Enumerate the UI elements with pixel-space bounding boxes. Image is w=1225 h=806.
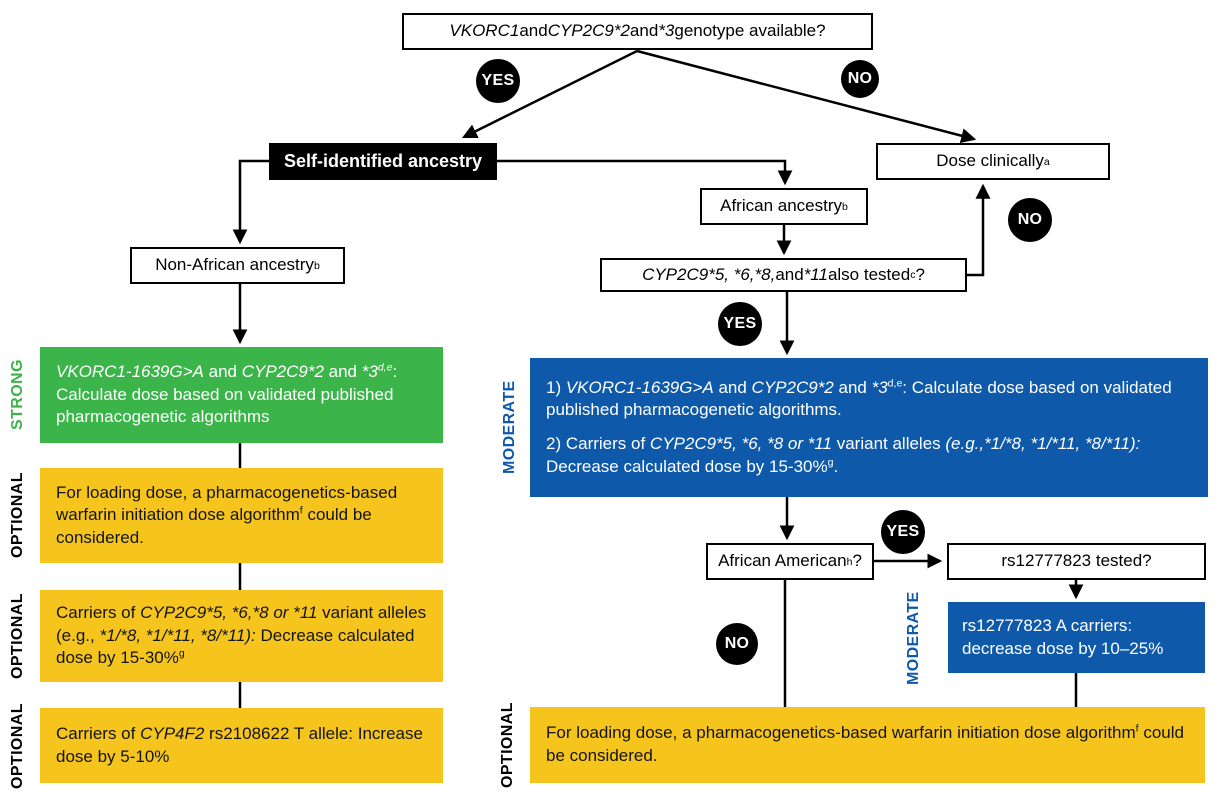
badge-yes-cyp-tested: YES (718, 302, 762, 346)
box-optional-loading-dose-bottom: For loading dose, a pharmacogenetics-bas… (530, 707, 1205, 783)
optional-variant-carriers-text: Carriers of CYP2C9*5, *6,*8 or *11 varia… (56, 603, 427, 668)
label-optional-1: OPTIONAL (9, 472, 26, 558)
label-optional-3: OPTIONAL (9, 703, 26, 789)
badge-no-african-american: NO (716, 623, 758, 665)
box-optional-loading-dose: For loading dose, a pharmacogenetics-bas… (40, 468, 443, 563)
box-optional-variant-carriers: Carriers of CYP2C9*5, *6,*8 or *11 varia… (40, 590, 443, 682)
moderate-rs12777823-text: rs12777823 A carriers: decrease dose by … (962, 615, 1164, 658)
badge-yes-african-american: YES (881, 510, 925, 554)
connector-yes-to-ancestry (461, 49, 638, 139)
box-moderate-rs12777823: rs12777823 A carriers: decrease dose by … (948, 602, 1205, 673)
label-moderate-2: MODERATE (905, 591, 922, 685)
node-rs12777823-tested: rs12777823 tested? (947, 543, 1206, 580)
box-strong-algorithm: VKORC1-1639G>A and CYP2C9*2 and *3d,e: C… (40, 347, 443, 443)
label-optional-2: OPTIONAL (9, 593, 26, 679)
node-self-identified-ancestry: Self-identified ancestry (269, 143, 497, 180)
connector-cyp-tested-no-to-dose-clinically (967, 183, 991, 277)
optional-loading-dose-text: For loading dose, a pharmacogenetics-bas… (56, 482, 398, 547)
connector-ancestry-to-african (497, 159, 793, 186)
connector-no-to-dose-clinically (636, 49, 977, 144)
badge-yes-genotype: YES (476, 59, 520, 103)
optional-loading-dose-bottom-text: For loading dose, a pharmacogenetics-bas… (546, 722, 1184, 765)
label-moderate-1: MODERATE (501, 380, 518, 474)
node-genotype-available: VKORC1 and CYP2C9*2 and *3 genotype avai… (402, 13, 873, 50)
strong-algorithm-text: VKORC1-1639G>A and CYP2C9*2 and *3d,e: C… (56, 361, 398, 427)
badge-no-genotype: NO (841, 60, 879, 98)
moderate-algorithm-point1: 1) VKORC1-1639G>A and CYP2C9*2 and *3d,e… (546, 377, 1172, 420)
optional-cyp4f2-text: Carriers of CYP4F2 rs2108622 T allele: I… (56, 723, 423, 766)
label-optional-bottom: OPTIONAL (499, 702, 516, 788)
box-moderate-algorithm: 1) VKORC1-1639G>A and CYP2C9*2 and *3d,e… (530, 358, 1208, 497)
connector-ancestry-to-non-african (232, 159, 269, 245)
label-strong: STRONG (9, 359, 26, 431)
moderate-algorithm-point2: 2) Carriers of CYP2C9*5, *6, *8 or *11 v… (546, 434, 1141, 476)
badge-no-cyp-tested: NO (1008, 198, 1052, 242)
box-optional-cyp4f2: Carriers of CYP4F2 rs2108622 T allele: I… (40, 708, 443, 783)
